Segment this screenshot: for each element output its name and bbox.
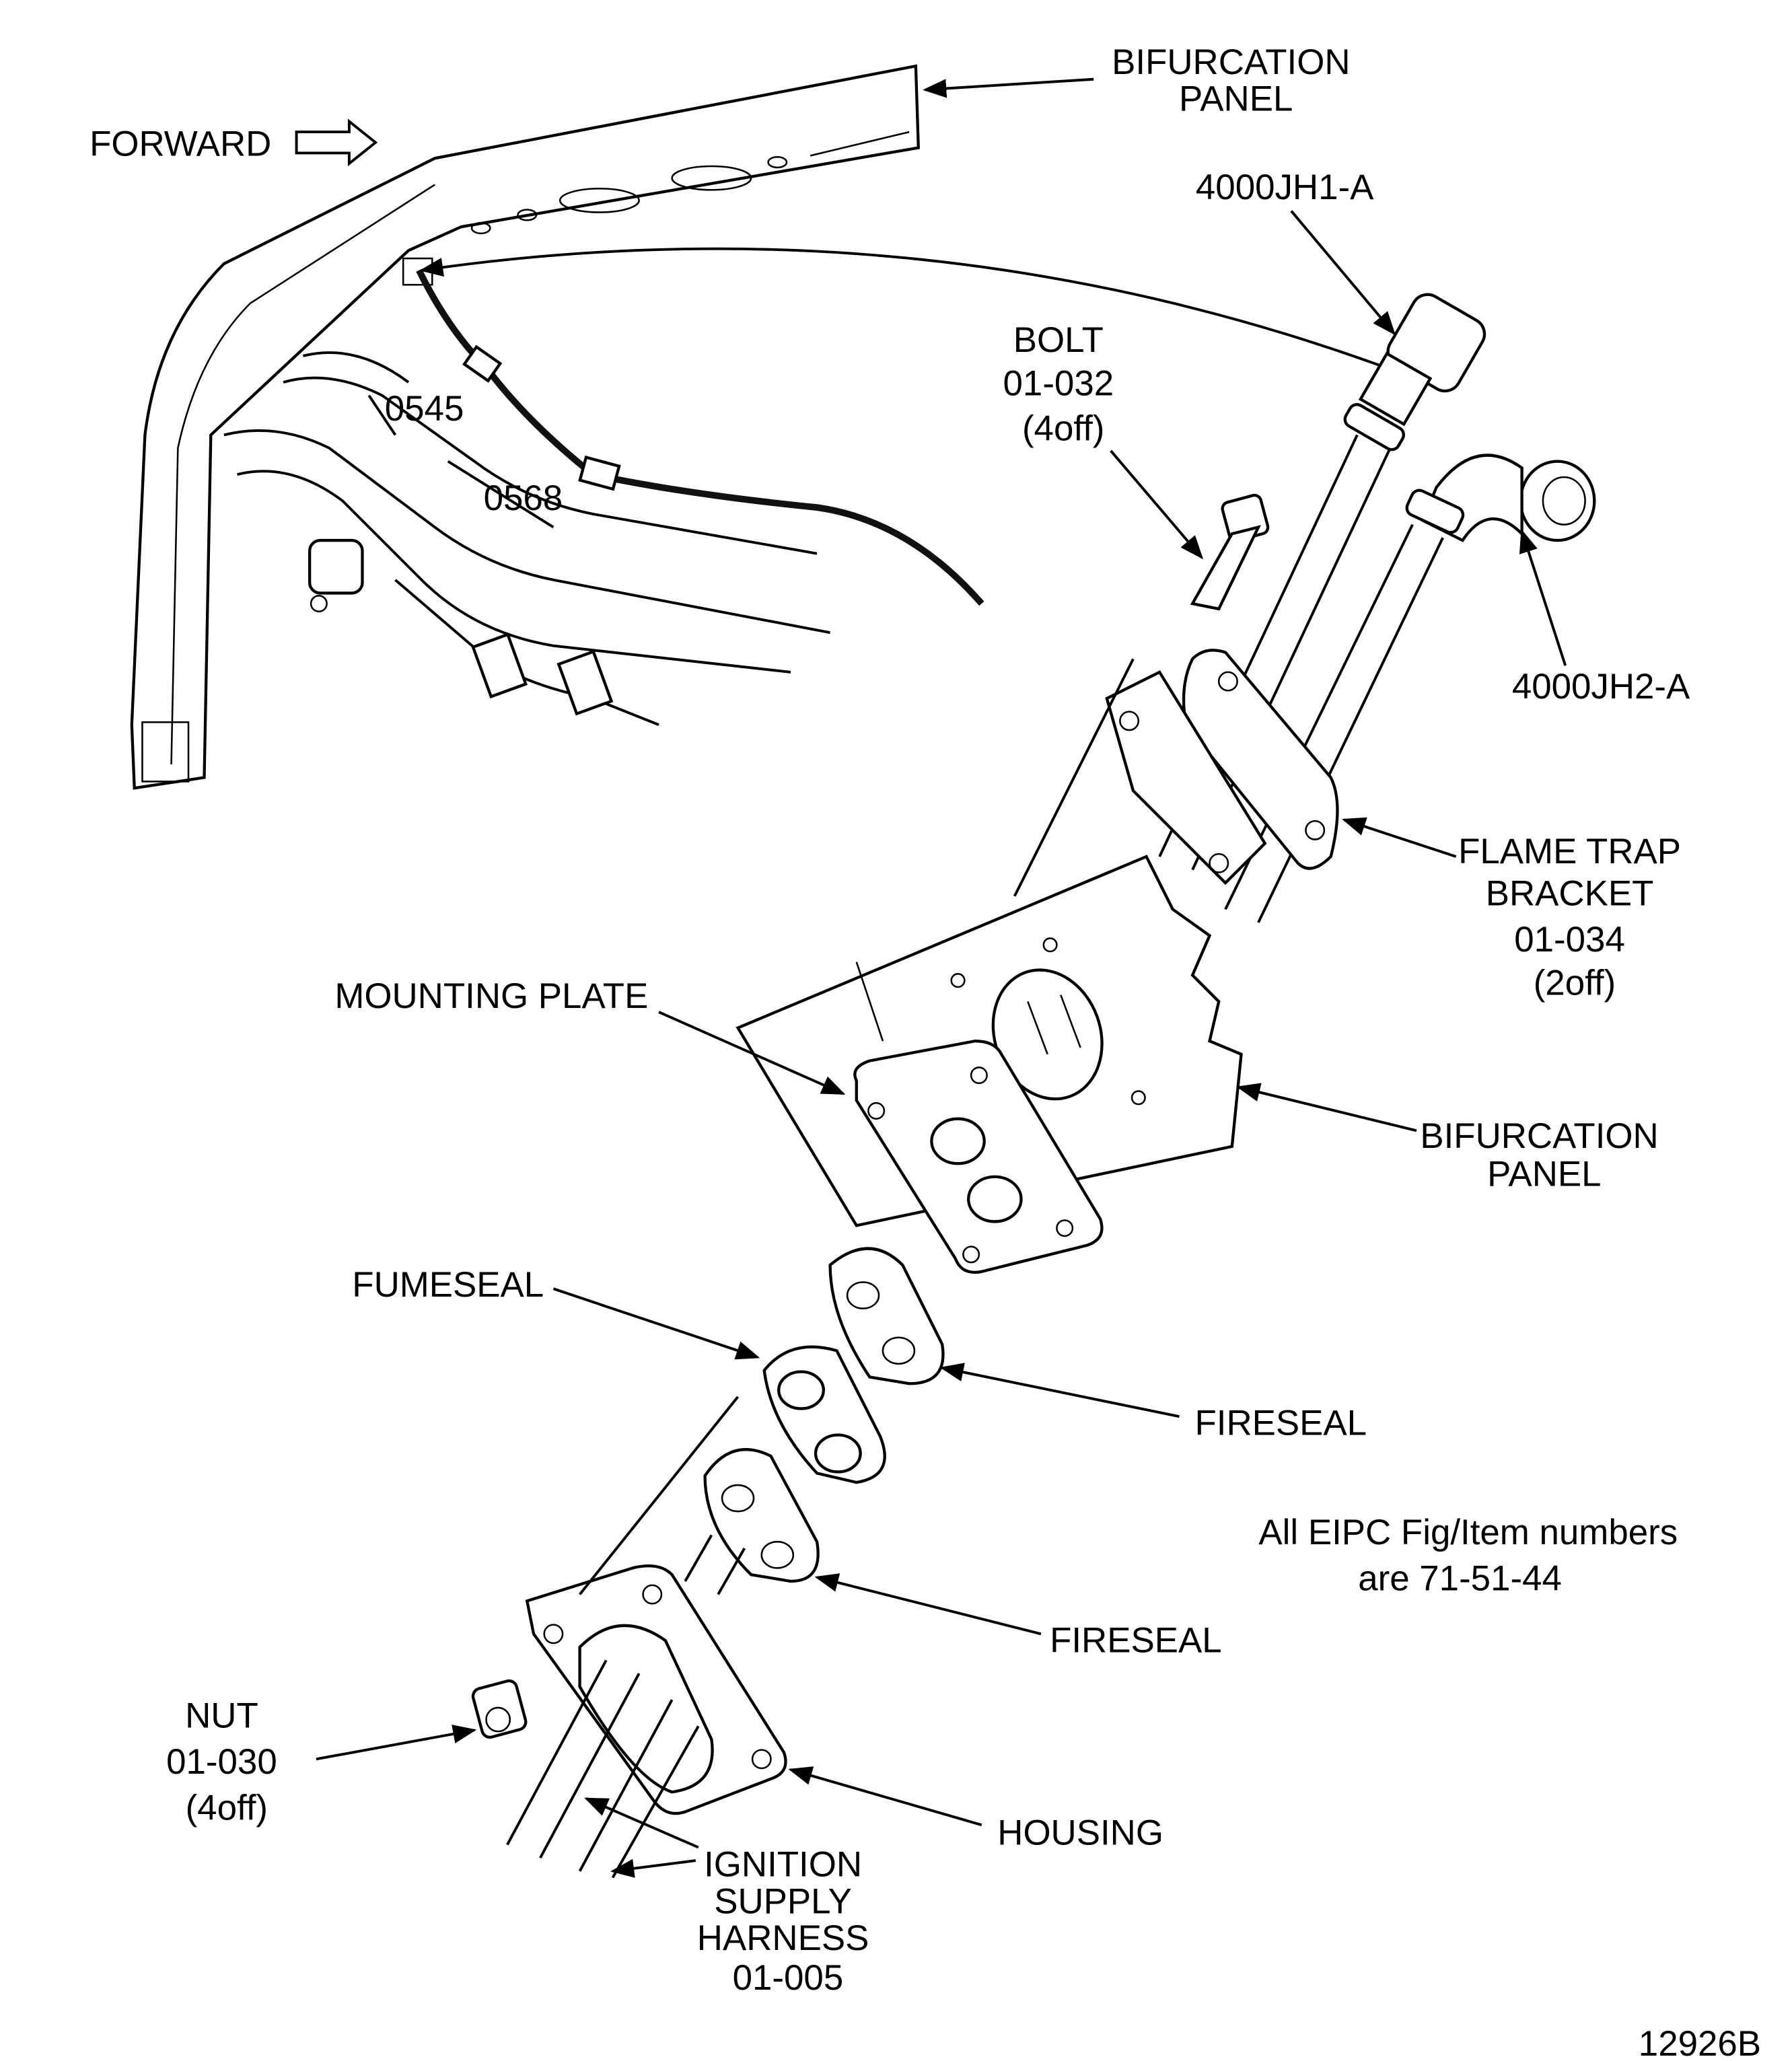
label-forward: FORWARD — [89, 124, 271, 164]
label-flame-trap-bracket: FLAME TRAP BRACKET 01-034 (2off) — [1458, 832, 1691, 1003]
label-fumeseal: FUMESEAL — [352, 1265, 544, 1305]
label-nut: NUT 01-030 (4off) — [166, 1696, 287, 1828]
fireseal-lower — [703, 1448, 820, 1583]
fireseal-upper — [828, 1247, 945, 1385]
label-fireseal-lower: FIRESEAL — [1050, 1621, 1222, 1661]
engine-pipes — [223, 351, 830, 727]
figure-number: 12926B — [1639, 2024, 1761, 2061]
label-0545: 0545 — [385, 389, 464, 429]
flame-trap-bracket — [1105, 649, 1339, 885]
label-ignition-supply-harness: IGNITION SUPPLY HARNESS 01-005 — [697, 1845, 879, 1998]
housing — [506, 1396, 787, 1879]
forward-arrow-icon — [295, 118, 378, 167]
upper-bifurcation-frame — [130, 64, 921, 790]
fumeseal — [762, 1345, 886, 1484]
nut — [471, 1679, 528, 1739]
label-housing: HOUSING — [997, 1813, 1163, 1853]
eipc-note: All EIPC Fig/Item numbers are 71-51-44 — [1258, 1513, 1687, 1599]
label-bolt: BOLT 01-032 (4off) — [1003, 320, 1124, 448]
connector-4000jh2-a — [1224, 454, 1596, 923]
leader-lines — [316, 77, 1567, 1878]
label-0568: 0568 — [484, 478, 563, 518]
connector-4000jh1-a — [1158, 293, 1486, 871]
label-connector-4000jh1-a: 4000JH1-A — [1196, 168, 1374, 207]
ht-lead — [367, 247, 1391, 606]
label-bifurcation-panel-top: BIFURCATION PANEL — [1112, 42, 1360, 119]
label-mounting-plate: MOUNTING PLATE — [334, 976, 648, 1016]
bolt — [1190, 493, 1270, 611]
label-bifurcation-panel-right: BIFURCATION PANEL — [1420, 1116, 1668, 1194]
lower-bifurcation-panel — [736, 658, 1243, 1227]
label-connector-4000jh2-a: 4000JH2-A — [1512, 667, 1690, 707]
mounting-plate — [853, 1040, 1104, 1274]
label-fireseal-upper: FIRESEAL — [1194, 1404, 1367, 1443]
